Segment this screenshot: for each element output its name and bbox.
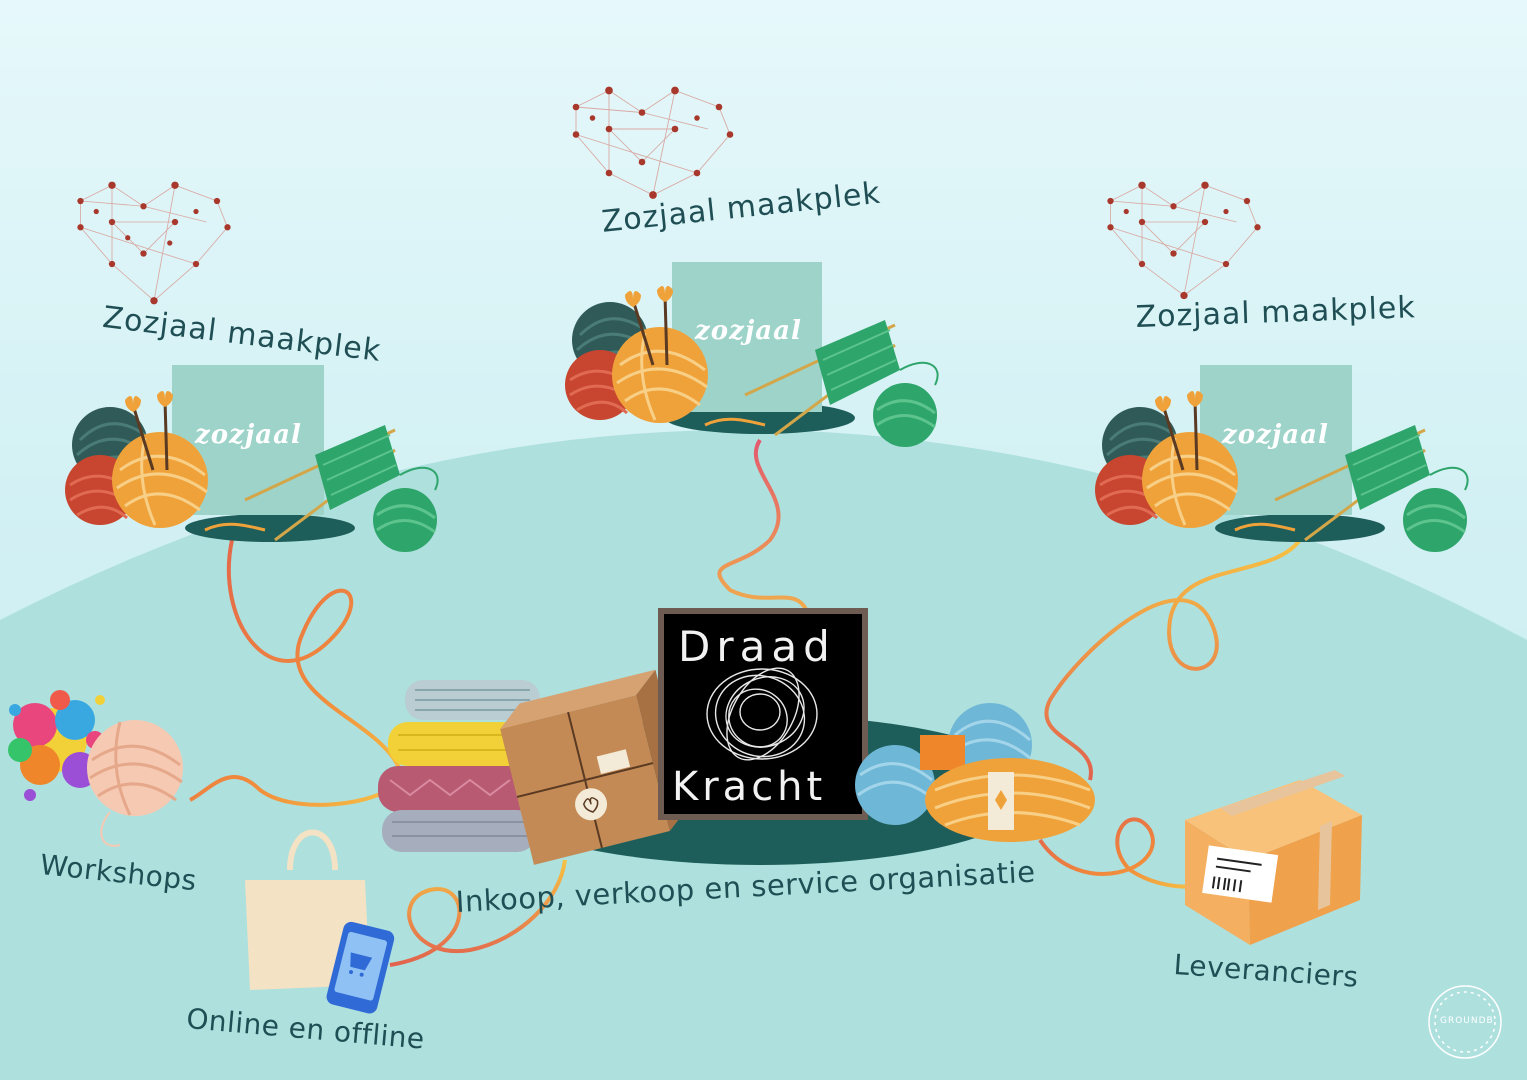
- heart-icon: [1107, 181, 1261, 300]
- heart-icon: [572, 86, 734, 199]
- thread-left-hub: [189, 539, 403, 807]
- thread-right-hub: [1044, 538, 1302, 781]
- hub-3-brand: zozjaal: [1222, 420, 1329, 450]
- paint-splash-icon: [8, 690, 105, 801]
- thread-scribble-icon: [706, 667, 818, 761]
- thread-center-hub: [717, 438, 812, 621]
- shipping-box-icon: [1185, 770, 1362, 945]
- logo-line-1: Draad: [678, 622, 836, 671]
- thread-suppliers: [1038, 817, 1212, 889]
- hub-2-brand: zozjaal: [695, 316, 802, 346]
- heart-icon: [77, 181, 231, 305]
- hub-1-platform: [185, 514, 355, 542]
- sweaters-stack: [378, 680, 540, 852]
- thread-online: [389, 859, 567, 967]
- yarn-ball-icon: [87, 720, 183, 847]
- wreath-watermark-icon: [1428, 985, 1502, 1059]
- watermark-text: GROUNDB: [1440, 1016, 1494, 1026]
- logo-line-2: Kracht: [672, 764, 827, 810]
- hub-3-platform: [1215, 514, 1385, 542]
- smartphone-icon: [326, 921, 395, 1014]
- logo-board: [664, 614, 862, 814]
- hub-1-brand: zozjaal: [195, 420, 302, 450]
- yarn-skeins: [855, 703, 1095, 842]
